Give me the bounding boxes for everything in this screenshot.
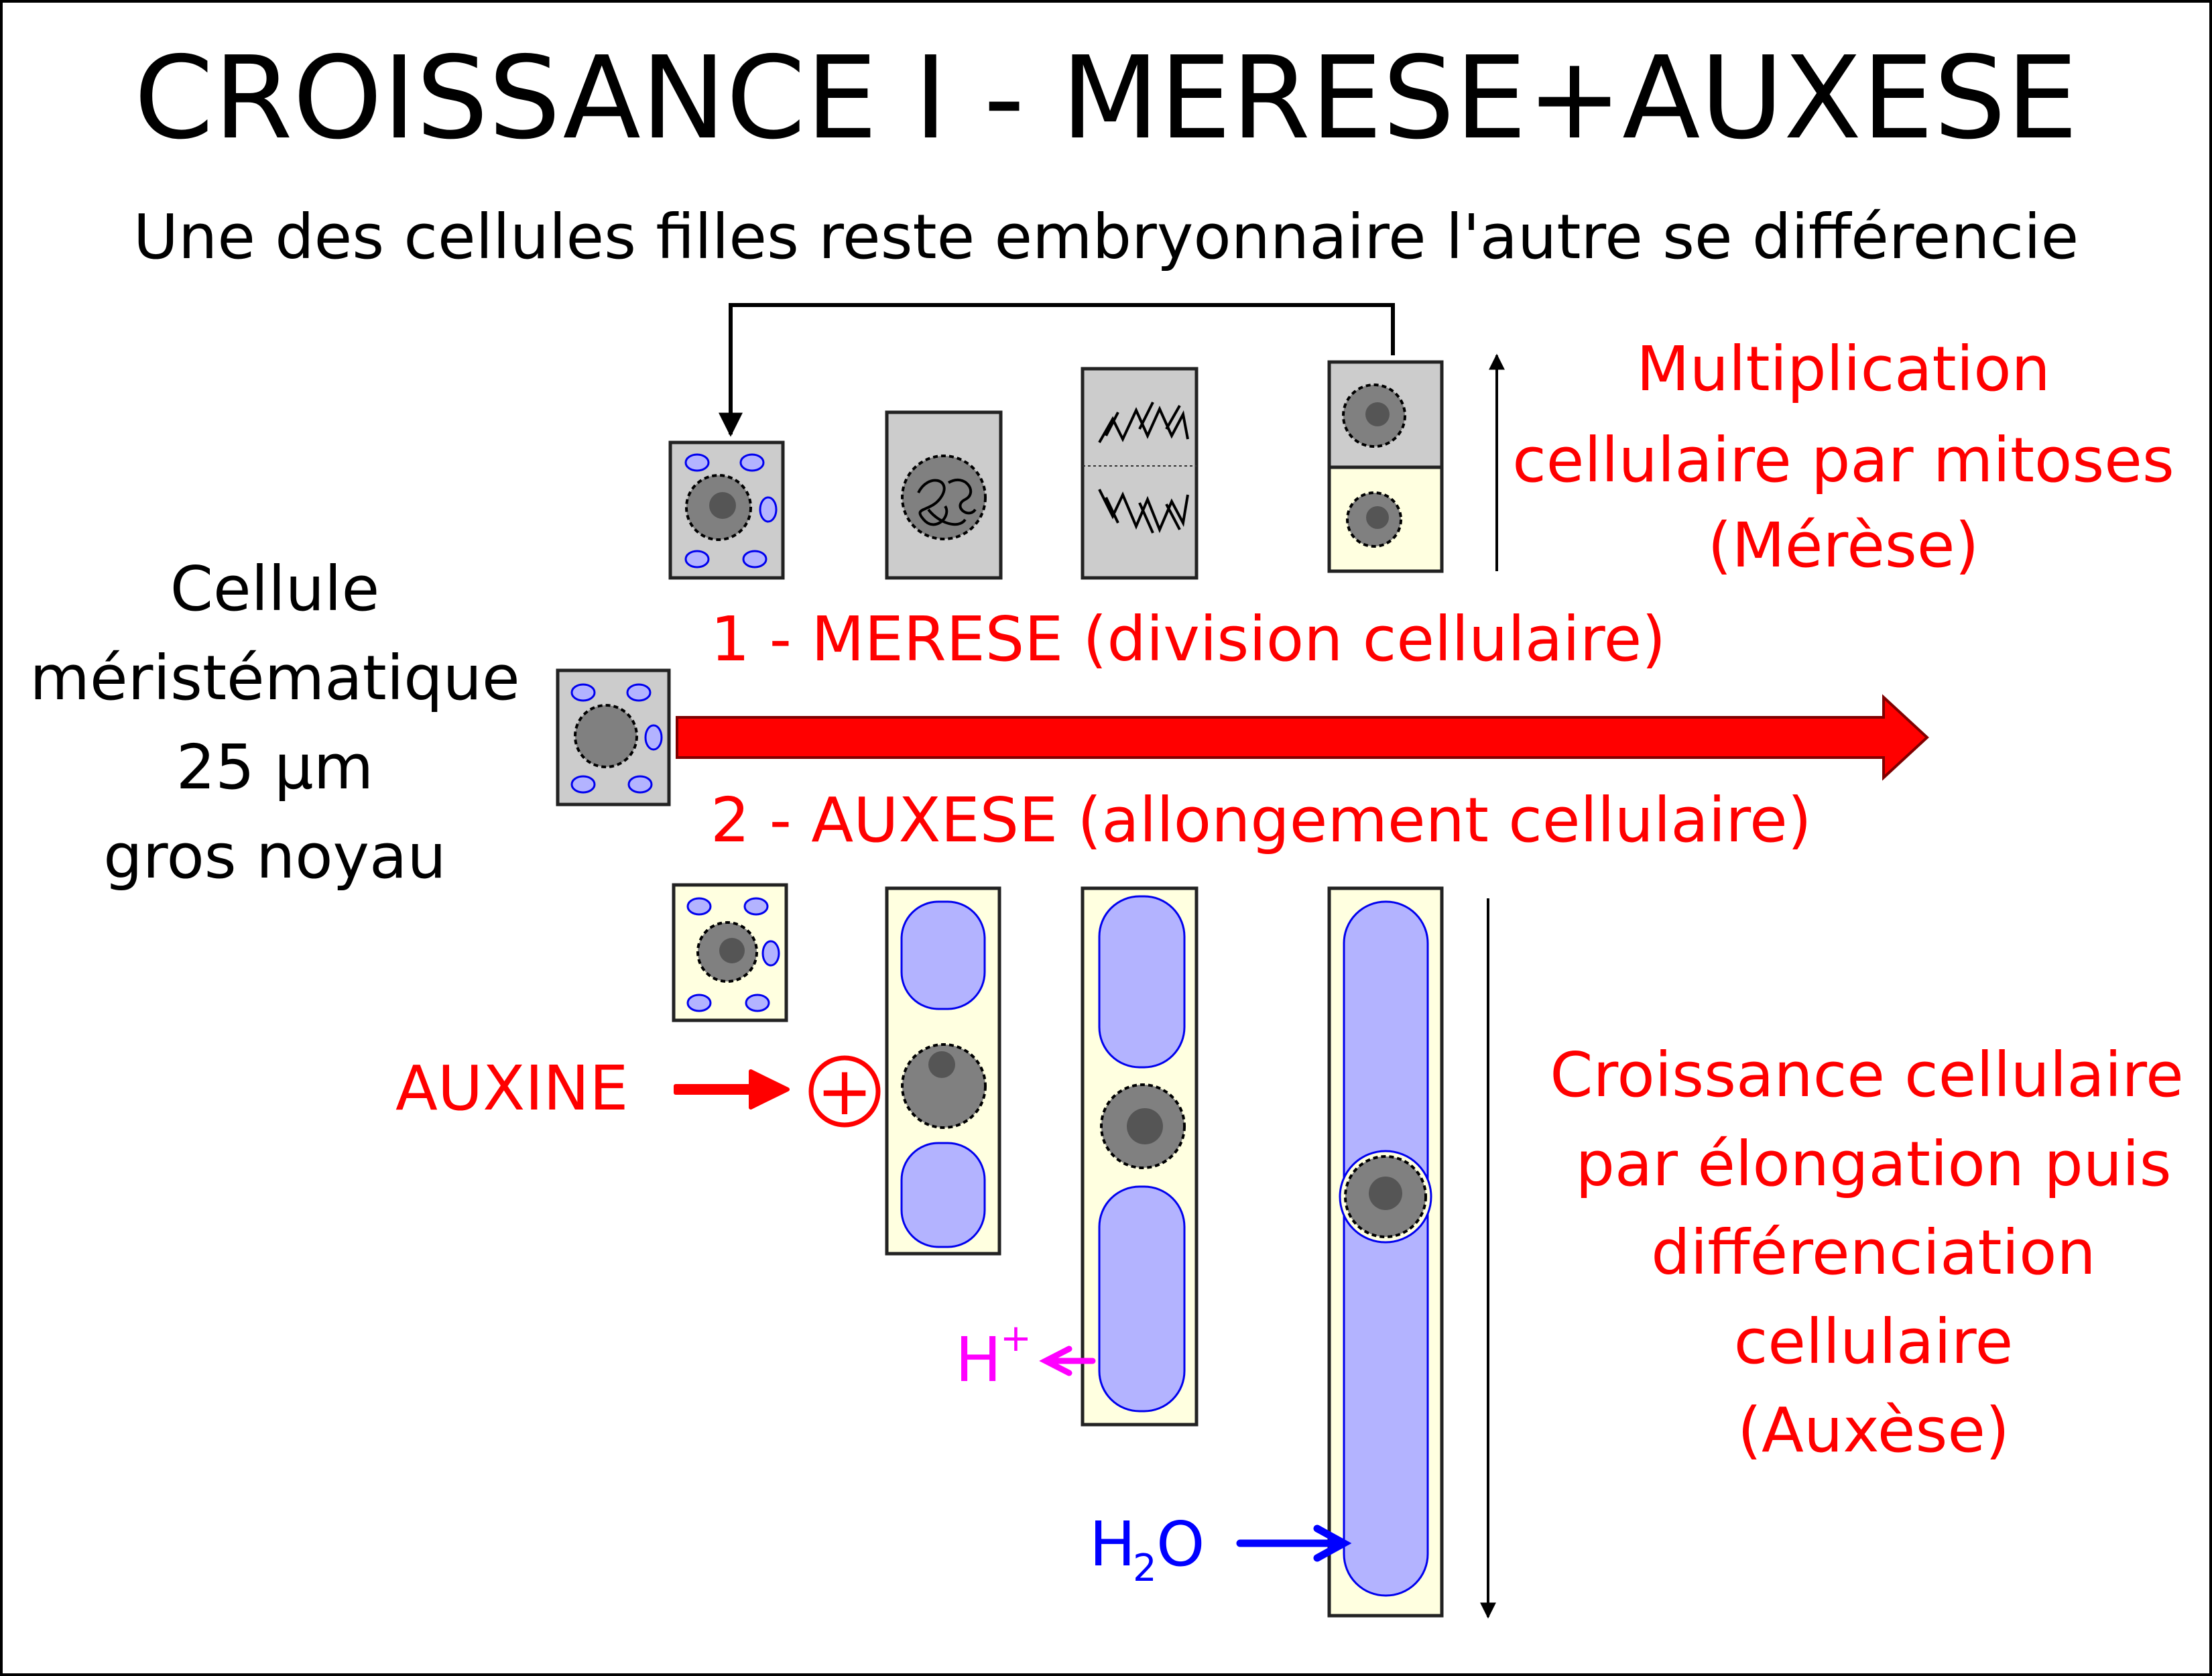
mitosis-cell-2 [885, 410, 1003, 580]
h-plus-base: H [955, 1324, 1001, 1396]
left-label-line-3: 25 µm [176, 731, 373, 803]
auxine-arrow [674, 1069, 790, 1110]
auxese-label: 2 - AUXESE (allongement cellulaire) [711, 784, 1812, 856]
h-plus-sup: + [1000, 1317, 1032, 1360]
diagram-title: CROISSANCE I - MERESE+AUXESE [134, 32, 2078, 165]
croissance-label: Croissance cellulaire par élongation pui… [1550, 1039, 2183, 1466]
auxese-cell-4 [1327, 886, 1444, 1618]
left-cell-label: Cellule méristématique 25 µm gros noyau [29, 553, 519, 892]
plus-symbol: + [816, 1052, 873, 1130]
main-red-arrow [676, 694, 1929, 781]
croissance-line-1: Croissance cellulaire [1550, 1039, 2183, 1111]
croissance-line-5: (Auxèse) [1737, 1394, 2010, 1466]
croissance-line-4: cellulaire [1734, 1306, 2014, 1378]
left-label-line-2: méristématique [29, 642, 519, 714]
multiplication-label: Multiplication cellulaire par mitoses (M… [1512, 333, 2174, 581]
auxese-cell-3 [1081, 886, 1199, 1427]
nucleus [574, 704, 638, 768]
auxine-label: AUXINE [395, 1053, 628, 1124]
auxese-cell-1 [672, 883, 788, 1022]
nucleolus [709, 492, 736, 519]
croissance-line-2: par élongation puis [1575, 1128, 2171, 1200]
water-o: O [1156, 1508, 1205, 1580]
plus-circle [808, 1055, 881, 1128]
water-h: H [1089, 1508, 1135, 1580]
multiplication-line-2: cellulaire par mitoses [1512, 424, 2174, 496]
water-sub: 2 [1133, 1547, 1157, 1590]
water-label: H 2 O [1089, 1508, 1205, 1590]
auxese-cell-2 [885, 886, 1001, 1256]
h-plus-arrow [1039, 1345, 1096, 1376]
mitosis-cell-1 [668, 440, 785, 580]
left-label-line-1: Cellule [170, 553, 379, 625]
diagram-subtitle: Une des cellules filles reste embryonnai… [133, 201, 2079, 273]
multiplication-line-1: Multiplication [1636, 333, 2050, 405]
multiplication-line-3: (Mérèse) [1708, 510, 1979, 581]
h-plus-label: H + [955, 1317, 1032, 1396]
mitosis-cell-4 [1327, 360, 1444, 573]
mitosis-cell-3 [1081, 367, 1199, 580]
loop-arrow [719, 303, 1395, 437]
water-arrow [1236, 1524, 1352, 1562]
meristematic-cell [556, 668, 671, 806]
merese-label: 1 - MERESE (division cellulaire) [711, 603, 1666, 675]
croissance-line-3: différenciation [1651, 1217, 2095, 1289]
left-label-line-4: gros noyau [103, 821, 446, 892]
